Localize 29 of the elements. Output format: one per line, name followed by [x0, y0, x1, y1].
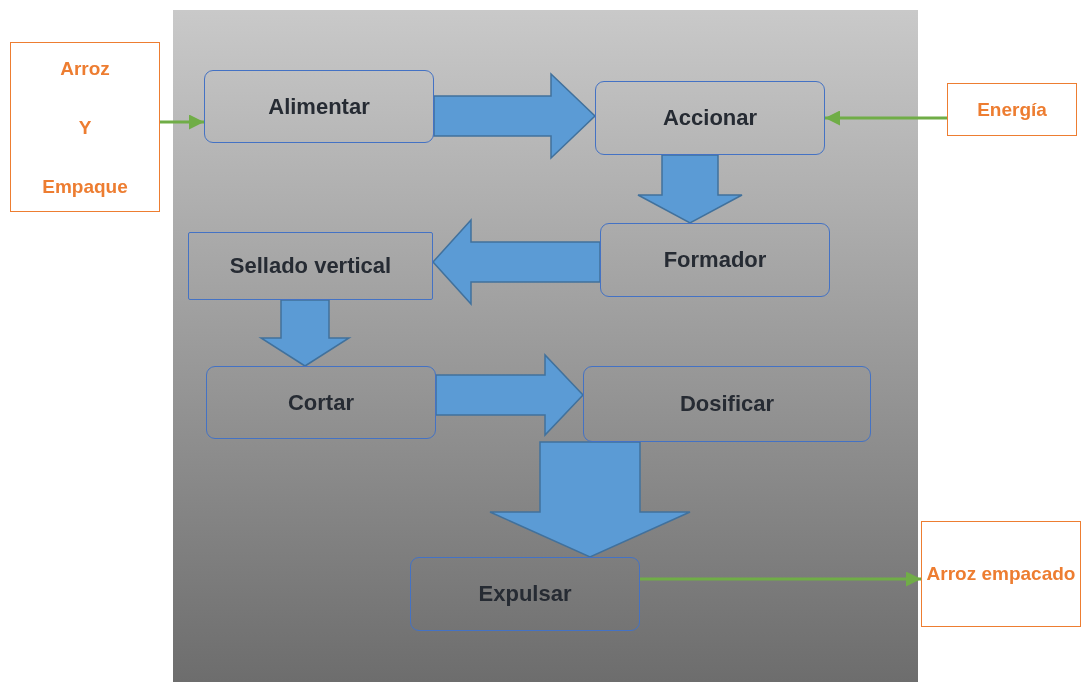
arrow — [160, 114, 204, 130]
arrow — [640, 571, 921, 587]
input-box — [947, 83, 1077, 136]
arrow — [825, 110, 947, 126]
block-arrow — [432, 218, 601, 306]
process-box — [600, 223, 830, 297]
block-arrow — [637, 154, 743, 224]
box-label: Expulsar — [478, 581, 572, 607]
box-label: Energía — [977, 97, 1047, 122]
block-arrow — [433, 72, 597, 160]
process-box — [204, 70, 434, 143]
process-box — [410, 557, 640, 631]
box-label: Cortar — [288, 389, 354, 416]
box-label: Arroz empacado — [926, 562, 1076, 586]
output-box — [921, 521, 1081, 627]
process-box — [206, 366, 436, 439]
block-arrow — [489, 441, 691, 558]
block-arrow — [435, 353, 585, 437]
box-label: Arroz Y Empaque — [41, 56, 129, 199]
box-label: Sellado vertical — [229, 253, 392, 279]
box-label: Formador — [663, 247, 767, 273]
box-label: Alimentar — [268, 93, 370, 120]
box-label: Accionar — [662, 105, 758, 131]
input-box — [10, 42, 160, 212]
block-arrow — [258, 299, 352, 367]
process-box — [583, 366, 871, 442]
box-label: Dosificar — [679, 391, 775, 417]
process-box — [595, 81, 825, 155]
process-box — [188, 232, 433, 300]
